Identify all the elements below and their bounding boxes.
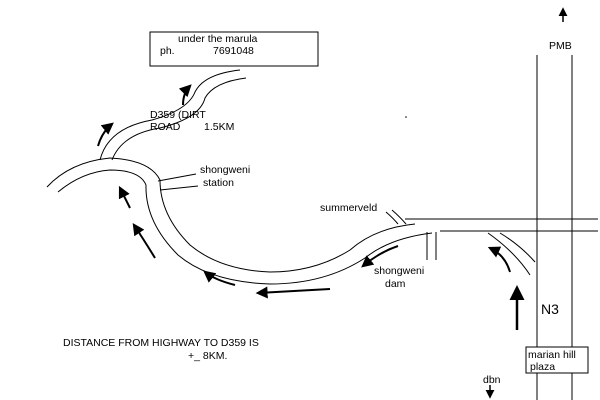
destination-name: under the marula [178, 33, 258, 45]
d359-distance-label: 1.5KM [204, 121, 234, 133]
pmb-label: PMB [549, 40, 572, 52]
station-pointer-top [157, 173, 197, 182]
destination-phone-number: 7691048 [213, 45, 254, 57]
summerveld-branch-left [385, 211, 399, 225]
lower-road-arrow-2 [203, 270, 236, 286]
shongweni-station-label-line2: station [203, 177, 234, 189]
destination-box [149, 31, 319, 67]
destination-phone-label: ph. [160, 45, 175, 57]
slip-road-inner [487, 232, 531, 276]
bend-arrow [118, 185, 131, 209]
shongweni-station-label-line1: shongweni [200, 164, 250, 176]
map-speck [405, 116, 407, 118]
marian-hill-plaza-box [525, 346, 589, 374]
slip-road-arrow [487, 246, 511, 273]
d359-road-left-edge [99, 69, 241, 161]
destination-arrow [178, 84, 192, 106]
d359-arrow [97, 122, 114, 147]
n3-label: N3 [541, 301, 559, 317]
marian-hill-plaza-label-line2: plaza [530, 361, 555, 373]
d359-label-line1: D359 (DIRT [150, 109, 206, 121]
station-pointer-bottom [159, 185, 199, 191]
distance-note-line1: DISTANCE FROM HIGHWAY TO D359 IS [63, 337, 259, 349]
main-road-upper-edge [46, 157, 416, 273]
lower-road-arrow-3 [132, 223, 156, 259]
lower-road-arrow-1 [255, 286, 331, 299]
slip-road-outer [499, 232, 536, 263]
summerveld-branch-right [391, 209, 407, 225]
d359-label-line2: ROAD [150, 121, 181, 133]
summerveld-label: summerveld [320, 202, 377, 214]
dam-road-arrow [361, 245, 399, 268]
shongweni-dam-label-line1: shongweni [374, 265, 424, 277]
distance-note-line2: +_ 8KM. [188, 350, 227, 362]
marian-hill-plaza-label-line1: marian hill [528, 349, 576, 361]
d359-road-right-edge [111, 77, 247, 161]
dbn-label: dbn [483, 374, 501, 386]
shongweni-dam-label-line2: dam [385, 278, 406, 290]
